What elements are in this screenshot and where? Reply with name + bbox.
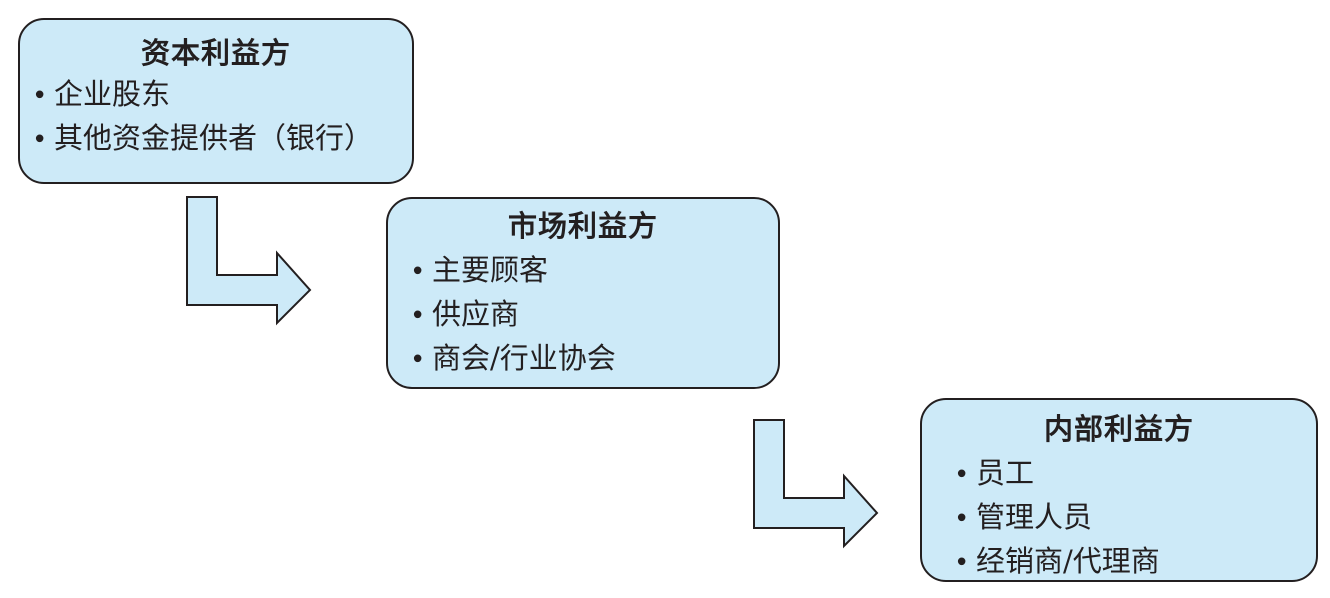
list-item-label: 企业股东 bbox=[54, 77, 171, 111]
list-item-label: 经销商/代理商 bbox=[976, 544, 1160, 578]
list-item: •企业股东 bbox=[32, 73, 412, 117]
list-item: •供应商 bbox=[410, 293, 778, 337]
list-item-label: 供应商 bbox=[432, 297, 520, 331]
capital-stakeholder-list: •企业股东 •其他资金提供者（银行） bbox=[32, 73, 412, 161]
list-item: •商会/行业协会 bbox=[410, 337, 778, 381]
bullet-icon: • bbox=[410, 257, 426, 287]
list-item-label: 员工 bbox=[976, 456, 1035, 490]
bullet-icon: • bbox=[32, 81, 48, 111]
bullet-icon: • bbox=[410, 345, 426, 375]
market-stakeholder-box: 市场利益方 •主要顾客 •供应商 •商会/行业协会 bbox=[386, 197, 780, 389]
list-item: •员工 bbox=[954, 452, 1316, 496]
bullet-icon: • bbox=[32, 125, 48, 155]
list-item-label: 管理人员 bbox=[976, 500, 1093, 534]
list-item: •主要顾客 bbox=[410, 249, 778, 293]
bullet-icon: • bbox=[954, 504, 970, 534]
bullet-icon: • bbox=[410, 301, 426, 331]
capital-stakeholder-title: 资本利益方 bbox=[140, 36, 291, 70]
list-item-label: 商会/行业协会 bbox=[432, 341, 616, 375]
internal-stakeholder-list: •员工 •管理人员 •经销商/代理商 bbox=[954, 452, 1316, 584]
market-stakeholder-title: 市场利益方 bbox=[507, 209, 658, 243]
capital-stakeholder-box: 资本利益方 •企业股东 •其他资金提供者（银行） bbox=[18, 18, 414, 184]
list-item: •管理人员 bbox=[954, 496, 1316, 540]
internal-stakeholder-box: 内部利益方 •员工 •管理人员 •经销商/代理商 bbox=[920, 398, 1318, 582]
bullet-icon: • bbox=[954, 460, 970, 490]
market-stakeholder-list: •主要顾客 •供应商 •商会/行业协会 bbox=[410, 249, 778, 381]
list-item-label: 主要顾客 bbox=[432, 253, 549, 287]
list-item-label: 其他资金提供者（银行） bbox=[54, 121, 374, 155]
bent-arrow-icon bbox=[186, 196, 312, 326]
internal-stakeholder-title: 内部利益方 bbox=[1043, 412, 1194, 446]
bullet-icon: • bbox=[954, 548, 970, 578]
list-item: •经销商/代理商 bbox=[954, 540, 1316, 584]
bent-arrow-icon bbox=[753, 419, 879, 549]
list-item: •其他资金提供者（银行） bbox=[32, 117, 412, 161]
